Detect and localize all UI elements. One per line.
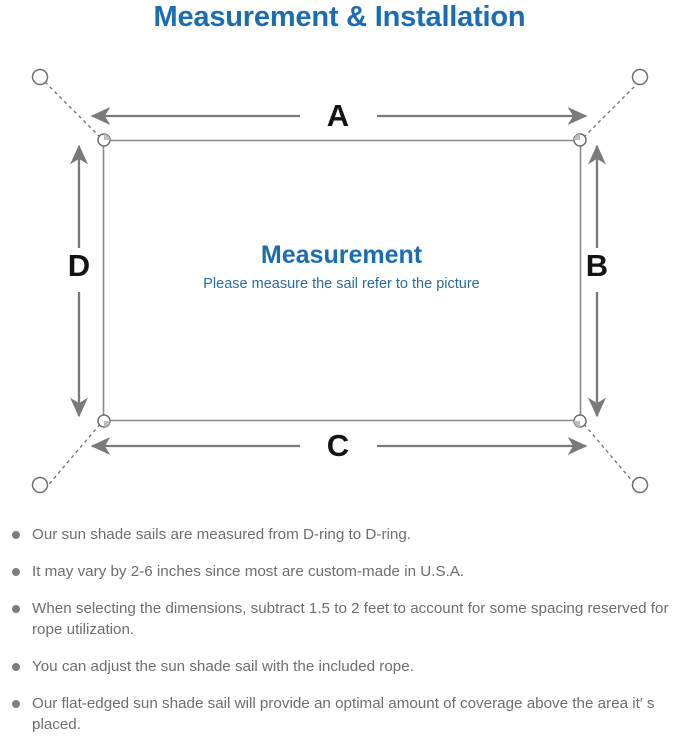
sail-center-subtitle: Please measure the sail refer to the pic…: [203, 276, 480, 292]
sail-outline: [102, 139, 582, 422]
bullet-icon: [12, 568, 20, 576]
note-text: It may vary by 2-6 inches since most are…: [32, 563, 465, 580]
rope-bottom-left: [44, 422, 102, 490]
bullet-icon: [12, 605, 20, 613]
page-title: Measurement & Installation: [153, 1, 526, 33]
anchor-point-bottom-right: [631, 476, 649, 494]
dimension-label-d: D: [67, 248, 91, 283]
anchor-point-top-right: [631, 68, 649, 86]
dimension-label-c: C: [326, 428, 350, 463]
sail-center-title: Measurement: [260, 241, 423, 269]
bullet-icon: [12, 700, 20, 708]
bullet-icon: [12, 663, 20, 671]
diagram-svg: [31, 68, 649, 494]
list-item: It may vary by 2-6 inches since most are…: [0, 561, 679, 582]
anchor-point-bottom-left: [31, 476, 49, 494]
list-item: Our sun shade sails are measured from D-…: [0, 524, 679, 545]
note-text: Our sun shade sails are measured from D-…: [32, 526, 411, 543]
dimension-label-a: A: [326, 98, 350, 133]
note-text: When selecting the dimensions, subtract …: [32, 600, 669, 638]
list-item: When selecting the dimensions, subtract …: [0, 598, 679, 640]
rope-top-right: [582, 81, 640, 139]
dimension-label-b: B: [585, 248, 609, 283]
note-text: You can adjust the sun shade sail with t…: [32, 658, 414, 675]
rope-top-left: [44, 81, 102, 139]
list-item: Our flat-edged sun shade sail will provi…: [0, 693, 679, 735]
note-text: Our flat-edged sun shade sail will provi…: [32, 695, 655, 733]
measurement-diagram: A B C D Measurement Please measure the s…: [0, 48, 679, 518]
list-item: You can adjust the sun shade sail with t…: [0, 656, 679, 677]
anchor-point-top-left: [31, 68, 49, 86]
bullet-icon: [12, 531, 20, 539]
rope-bottom-right: [582, 422, 640, 490]
notes-list: Our sun shade sails are measured from D-…: [0, 524, 679, 751]
